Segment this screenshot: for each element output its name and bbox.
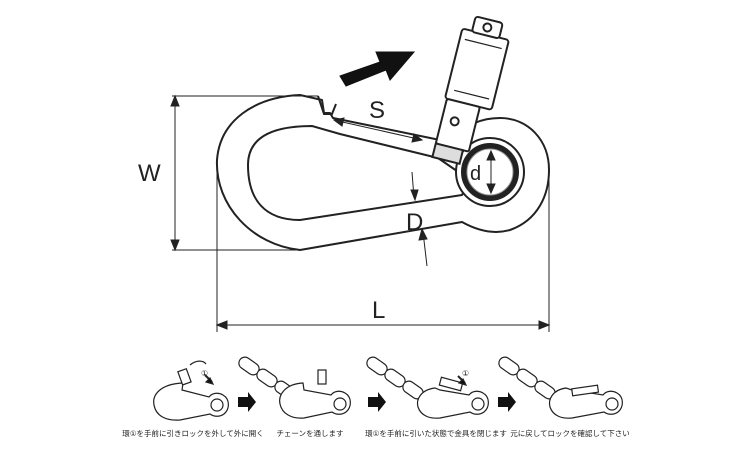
step-4-caption: 元に戻してロックを確認して下さい — [510, 429, 630, 438]
step-arrow-2 — [368, 392, 386, 412]
eye-ring — [455, 137, 525, 207]
step-2-caption: チェーンを通します — [276, 429, 344, 438]
step-arrow-3 — [498, 392, 516, 412]
gate-notch — [317, 95, 337, 115]
step-1-illustration — [153, 360, 229, 421]
step-3-caption: 環①を手前に引いた状態で金具を閉じます — [365, 429, 507, 438]
dimension-label-w: W — [138, 160, 161, 187]
step-2-illustration — [238, 356, 351, 419]
step-3-marker: ① — [462, 369, 469, 378]
step-1-caption: 環①を手前に引きロックを外して外に開く — [122, 429, 264, 438]
gate — [431, 15, 510, 165]
step-arrow-1 — [238, 392, 256, 412]
step-4-illustration — [498, 356, 623, 419]
step-3-illustration — [366, 356, 489, 419]
dimension-label-s: S — [369, 97, 385, 124]
open-direction-arrow — [339, 51, 416, 87]
dimension-lines — [170, 94, 551, 332]
dimension-label-l: L — [372, 297, 385, 324]
dimension-label-d-lower: d — [470, 163, 481, 185]
dimension-label-d-upper: D — [406, 209, 423, 236]
step-1-marker: ① — [201, 369, 208, 378]
